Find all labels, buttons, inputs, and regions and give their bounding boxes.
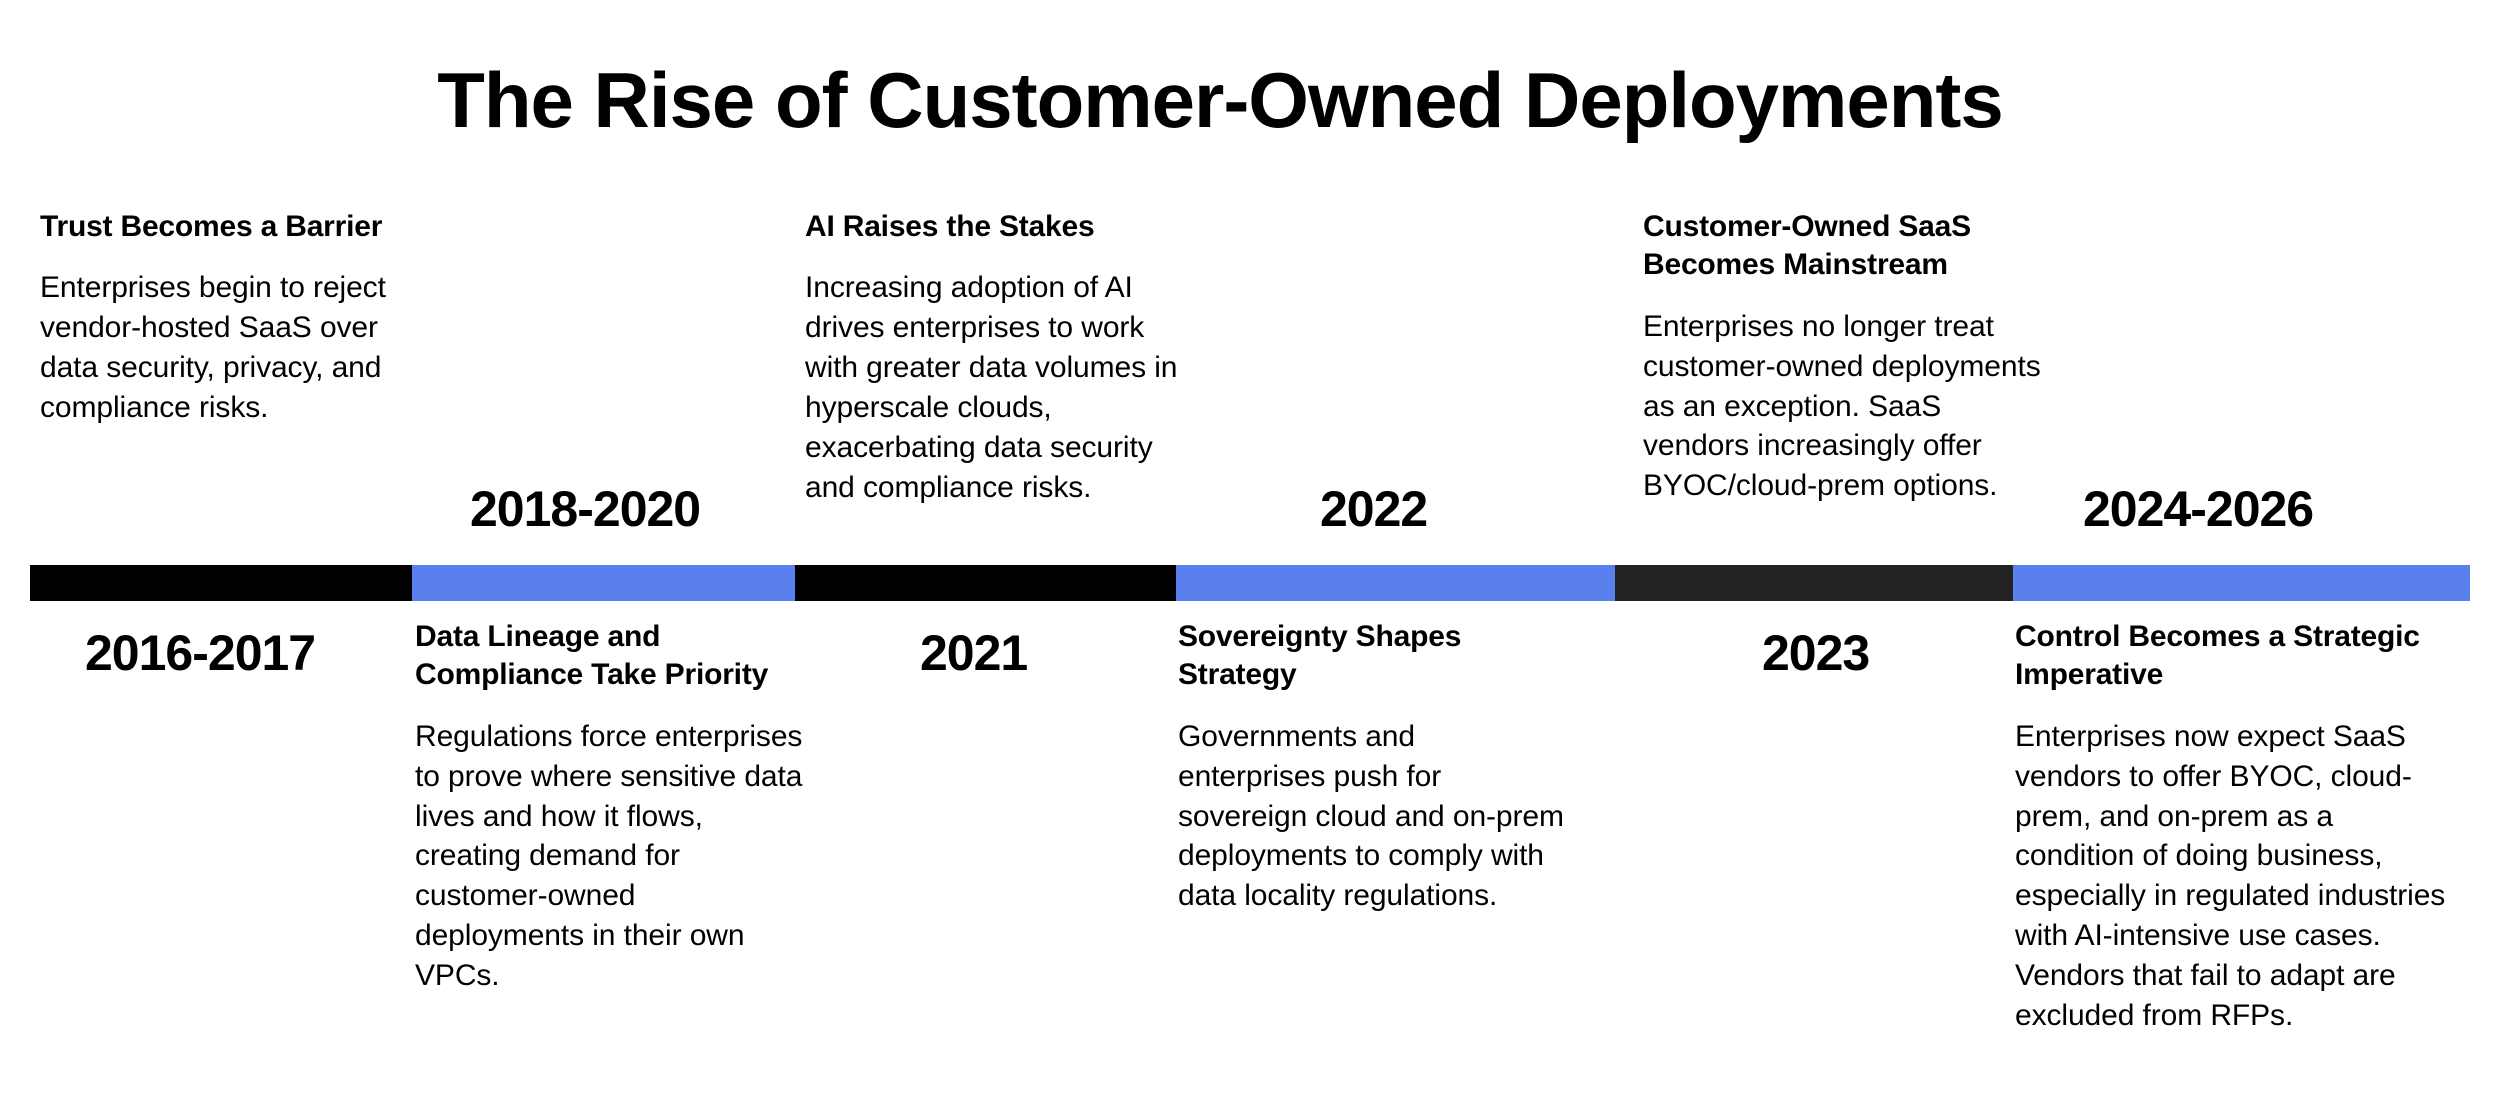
milestone-body: Increasing adoption of AI drives enterpr… [805, 271, 1178, 504]
milestone-heading: Customer-Owned SaaS Becomes Mainstream [1643, 210, 1971, 282]
year-label-2022: 2022 [1320, 481, 1428, 537]
milestone-body: Regulations force enterprises to prove w… [415, 719, 803, 993]
milestone-block-2024-2026: Control Becomes a Strategic Imperative E… [2015, 618, 2455, 1036]
milestone-body: Governments and enterprises push for sov… [1178, 719, 1564, 913]
milestone-block-2023: Customer-Owned SaaS Becomes Mainstream E… [1643, 208, 2048, 506]
timeline-bar-segment-2 [412, 565, 795, 601]
timeline-bar [30, 565, 2470, 601]
year-label-2023: 2023 [1762, 625, 1870, 681]
year-label-2024-2026: 2024-2026 [2083, 481, 2314, 537]
timeline-bar-segment-6 [2013, 565, 2470, 601]
milestone-body: Enterprises now expect SaaS vendors to o… [2015, 719, 2446, 1033]
milestone-heading: Trust Becomes a Barrier [40, 210, 383, 243]
timeline-bar-segment-5 [1615, 565, 2013, 601]
timeline-bar-segment-3 [795, 565, 1176, 601]
year-label-2018-2020: 2018-2020 [470, 481, 701, 537]
milestone-heading: Data Lineage and Compliance Take Priorit… [415, 620, 769, 692]
year-label-2021: 2021 [920, 625, 1028, 681]
timeline-bar-segment-1 [30, 565, 412, 601]
timeline-bar-segment-4 [1176, 565, 1615, 601]
milestone-block-2022: Sovereignty Shapes Strategy Governments … [1178, 618, 1568, 916]
milestone-heading: Control Becomes a Strategic Imperative [2015, 620, 2420, 692]
milestone-body: Enterprises no longer treat customer-own… [1643, 309, 2041, 503]
milestone-heading: AI Raises the Stakes [805, 210, 1095, 243]
milestone-block-2016-2017: Trust Becomes a Barrier Enterprises begi… [40, 208, 440, 428]
milestone-block-2021: AI Raises the Stakes Increasing adoption… [805, 208, 1200, 508]
year-label-2016-2017: 2016-2017 [85, 625, 316, 681]
milestone-block-2018-2020: Data Lineage and Compliance Take Priorit… [415, 618, 810, 996]
milestone-heading: Sovereignty Shapes Strategy [1178, 620, 1462, 692]
page-title: The Rise of Customer-Owned Deployments [437, 56, 2004, 145]
milestone-body: Enterprises begin to reject vendor-hoste… [40, 271, 386, 425]
